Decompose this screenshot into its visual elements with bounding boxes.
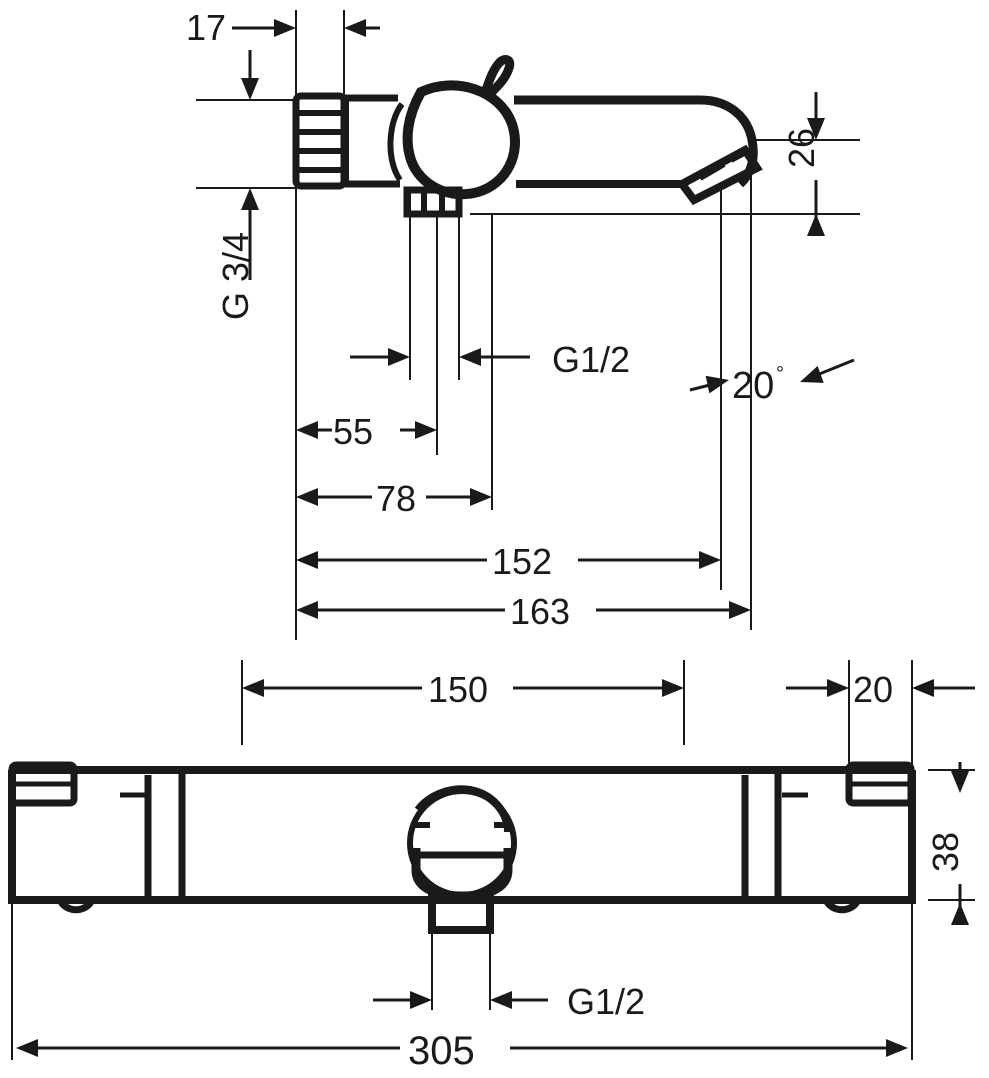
dimension-152-label: 152	[492, 541, 552, 582]
dimension-g12-top-label: G1/2	[552, 339, 630, 380]
centre-outlet	[428, 894, 494, 934]
front-view-geometry	[8, 761, 916, 934]
dimension-38-label: 38	[925, 832, 966, 872]
dimension-20-bottom: 20	[786, 660, 975, 768]
dimension-g12-bottom: G1/2	[373, 981, 645, 1022]
dimension-26: 26	[781, 92, 825, 236]
dimension-163-label: 163	[510, 591, 570, 632]
spout-outlet	[676, 144, 763, 206]
dimension-163: 163	[296, 591, 751, 632]
nut-top-arrow	[241, 50, 259, 100]
degree-symbol: °	[776, 363, 784, 385]
dimension-20-degree-label: 20	[732, 365, 774, 407]
dimension-78: 78	[296, 478, 492, 519]
dimension-150: 150	[241, 660, 685, 745]
dimension-17: 17	[186, 7, 380, 48]
dimension-g34-label: G 3/4	[215, 232, 256, 320]
handle-circle	[387, 55, 520, 200]
side-view-geometry	[292, 55, 763, 218]
side-view-extension-lines	[196, 10, 860, 640]
dimension-150-label: 150	[428, 669, 488, 710]
left-end-cap	[8, 761, 78, 807]
dimension-26-label: 26	[781, 128, 822, 168]
dimension-g12-bottom-label: G1/2	[567, 981, 645, 1022]
dimension-g12-top: G1/2	[350, 339, 630, 380]
dimension-78-label: 78	[376, 478, 416, 519]
dimension-20-degree: 20 °	[689, 358, 855, 407]
dimension-17-label: 17	[186, 7, 226, 48]
right-end-cap	[845, 761, 915, 807]
dimension-152: 152	[296, 541, 721, 582]
dimension-20-bottom-label: 20	[853, 669, 893, 710]
front-view-extension-lines	[11, 769, 975, 1060]
dimension-55-label: 55	[333, 411, 373, 452]
dimension-g34: G 3/4	[215, 188, 259, 320]
dimension-305-label: 305	[408, 1029, 475, 1073]
dimension-55: 55	[296, 411, 437, 452]
dimension-38: 38	[925, 762, 969, 925]
dimension-305: 305	[16, 1029, 908, 1073]
